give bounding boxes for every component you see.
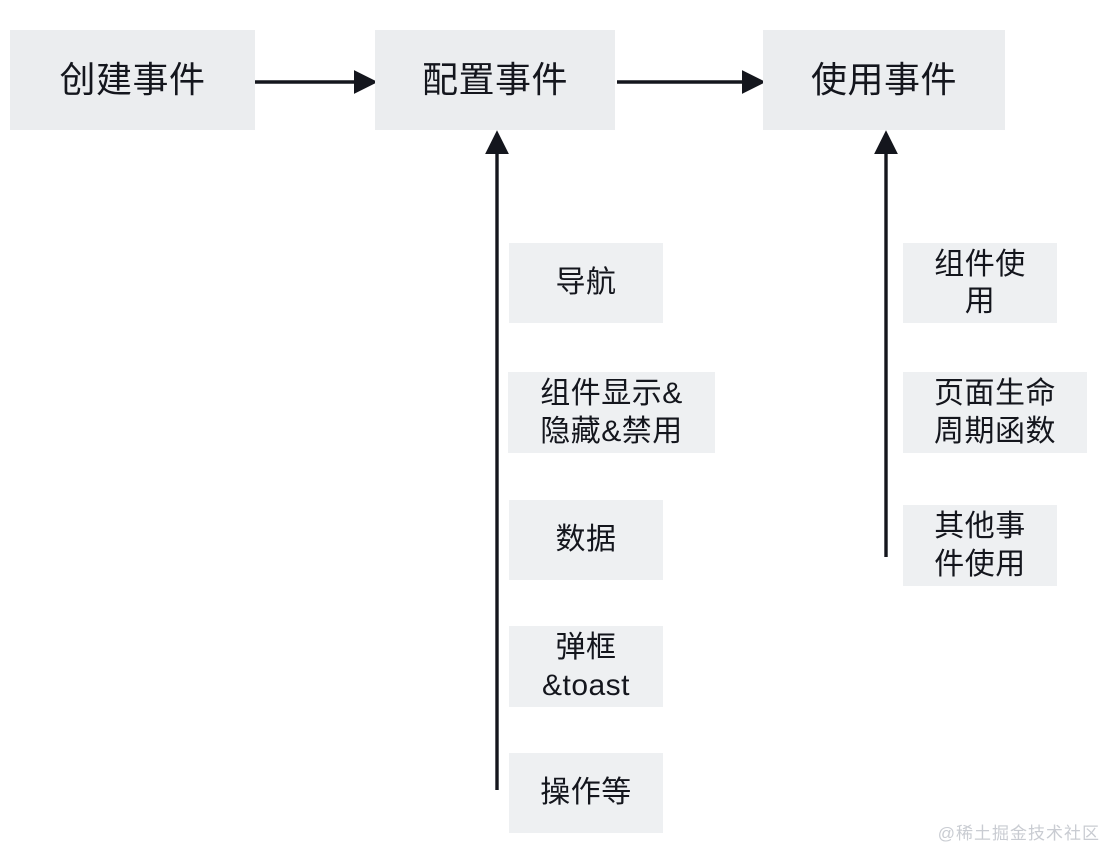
node-label-line: 操作等 (540, 776, 632, 810)
node-label-line: 创建事件 (59, 58, 206, 100)
node-label-line: 组件使 (934, 247, 1026, 281)
node-config-event: 配置事件 (375, 30, 615, 130)
node-create-event: 创建事件 (10, 30, 255, 130)
node-label-line: 周期函数 (934, 414, 1056, 448)
node-label-line: 件使用 (934, 547, 1026, 581)
config-item-navigation: 导航 (509, 243, 663, 323)
use-item-other-event-usage: 其他事件使用 (903, 505, 1057, 586)
node-label-line: 弹框 (555, 631, 617, 664)
watermark: @稀土掘金技术社区 (937, 824, 1100, 843)
node-label-line: 使用事件 (810, 58, 957, 100)
config-item-operations: 操作等 (509, 753, 663, 833)
node-label-line: 隐藏&禁用 (540, 414, 683, 448)
node-label-line: 数据 (555, 523, 617, 557)
use-item-component-usage: 组件使用 (903, 243, 1057, 323)
node-label-line: 配置事件 (421, 58, 568, 100)
node-label-line: &toast (541, 668, 631, 702)
node-label-line: 其他事 (934, 510, 1026, 543)
config-item-dialog-toast: 弹框&toast (509, 626, 663, 707)
node-label-line: 组件显示& (540, 377, 683, 410)
use-item-page-lifecycle: 页面生命周期函数 (903, 372, 1087, 453)
node-label-line: 页面生命 (934, 377, 1056, 410)
node-use-event: 使用事件 (763, 30, 1005, 130)
config-item-data: 数据 (509, 500, 663, 580)
node-label-line: 用 (964, 285, 996, 318)
node-label-line: 导航 (555, 266, 617, 300)
config-item-component-visibility: 组件显示&隐藏&禁用 (508, 372, 715, 453)
